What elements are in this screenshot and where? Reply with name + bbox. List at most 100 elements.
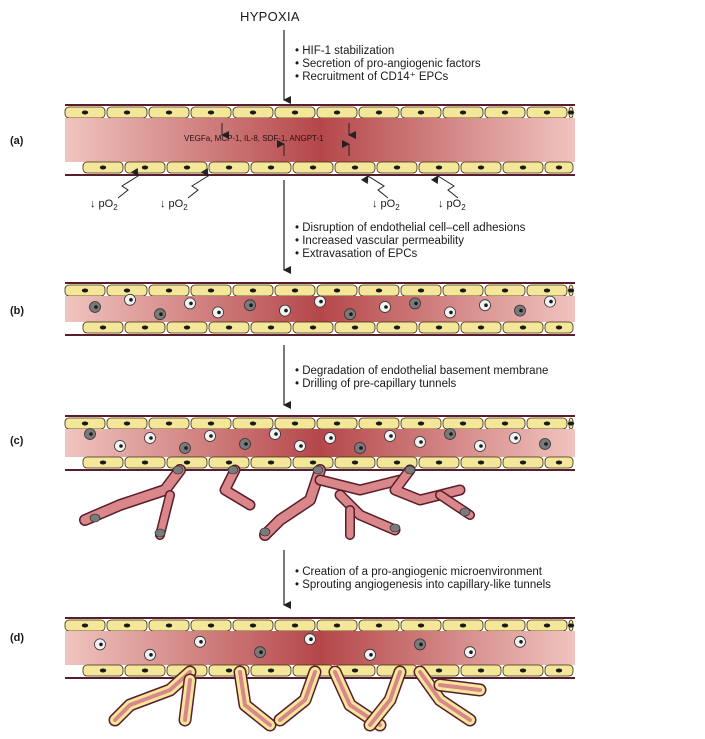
cell-nucleus [100,669,106,673]
cell-nucleus [502,111,508,115]
cell-nucleus [292,111,298,115]
cell-nucleus [184,326,190,330]
cell-nucleus [82,289,88,293]
cell-nucleus [352,669,358,673]
cell-nucleus [100,166,106,170]
cell-nucleus [250,111,256,115]
vessel-lumen [65,631,575,665]
cell-nucleus [352,166,358,170]
cell-nucleus [352,461,358,465]
cell-nucleus [226,461,232,465]
step-1-bullet-3: Recruitment of CD14⁺ EPCs [295,71,481,84]
vessel-lumen [65,429,575,457]
epc-nucleus [349,312,353,316]
epc-nucleus [484,303,488,307]
cell-nucleus [394,326,400,330]
cell-nucleus [418,624,424,628]
step-4-bullet-1: Creation of a pro-angiogenic microenviro… [295,566,551,579]
cell-nucleus [142,166,148,170]
cell-nucleus [436,461,442,465]
cell-nucleus [100,461,106,465]
po2-label-1: ↓ pO2 [90,198,118,212]
cell-nucleus [166,289,172,293]
cell-nucleus [568,422,574,426]
epc-nucleus [217,311,221,315]
cell-nucleus [460,624,466,628]
cell-nucleus [334,111,340,115]
cell-nucleus [124,289,130,293]
tunnel-epc [90,514,100,522]
cell-nucleus [568,111,574,115]
cell-nucleus [478,669,484,673]
epc-nucleus [359,446,363,450]
cell-nucleus [376,111,382,115]
epc-nucleus [189,302,193,306]
epc-nucleus [514,436,518,440]
cell-nucleus [184,166,190,170]
epc-nucleus [94,305,98,309]
basement-membrane-top [65,617,575,619]
cell-nucleus [334,624,340,628]
epc-nucleus [259,650,263,654]
cell-nucleus [334,289,340,293]
cell-nucleus [544,289,550,293]
cell-nucleus [436,326,442,330]
panel-label-b: (b) [10,305,24,317]
epc-nucleus [184,446,188,450]
tunnel-epc [260,528,270,536]
cell-nucleus [208,422,214,426]
cell-nucleus [226,669,232,673]
epc-nucleus [244,442,248,446]
cell-nucleus [250,624,256,628]
cell-nucleus [268,461,274,465]
cell-nucleus [418,289,424,293]
panel-label-c: (c) [10,435,23,447]
cell-nucleus [82,111,88,115]
po2-label-2: ↓ pO2 [160,198,188,212]
cell-nucleus [376,422,382,426]
step-3-bullets: Degradation of endothelial basement memb… [295,365,548,391]
tunnel-epc [313,466,323,474]
epc-nucleus [129,298,133,302]
cell-nucleus [184,461,190,465]
cell-nucleus [460,289,466,293]
epc-nucleus [89,432,93,436]
cell-nucleus [376,289,382,293]
epc-nucleus [119,444,123,448]
cell-nucleus [556,166,562,170]
vessel-panel-c [65,415,575,537]
cell-nucleus [478,461,484,465]
cell-nucleus [418,111,424,115]
epc-nucleus [479,444,483,448]
angiogenic-factors-label: VEGFa, MCP-1, IL-8, SDF-1, ANGPT-1 [184,134,324,143]
epc-nucleus [519,309,523,313]
step-3-bullet-2: Drilling of pre-capillary tunnels [295,378,548,391]
tunnel-epc [173,466,183,474]
cell-nucleus [520,166,526,170]
cell-nucleus [556,461,562,465]
cell-nucleus [166,111,172,115]
cell-nucleus [100,326,106,330]
epc-nucleus [369,653,373,657]
cell-nucleus [436,669,442,673]
vessel-panel-b [65,282,575,336]
basement-membrane-top [65,282,575,284]
cell-nucleus [268,326,274,330]
cell-nucleus [82,422,88,426]
cell-nucleus [226,326,232,330]
po2-zigzag-arrows [118,176,458,198]
basement-membrane-top [65,104,575,106]
cell-nucleus [292,289,298,293]
panel-label-a: (a) [10,135,23,147]
epc-nucleus [209,434,213,438]
cell-nucleus [568,624,574,628]
epc-nucleus [159,312,163,316]
tunnel-epc [390,524,400,532]
epc-nucleus [449,311,453,315]
epc-nucleus [384,305,388,309]
cell-nucleus [460,422,466,426]
tunnel-epc [228,466,238,474]
epc-nucleus [284,309,288,313]
cell-nucleus [142,669,148,673]
cell-nucleus [166,624,172,628]
